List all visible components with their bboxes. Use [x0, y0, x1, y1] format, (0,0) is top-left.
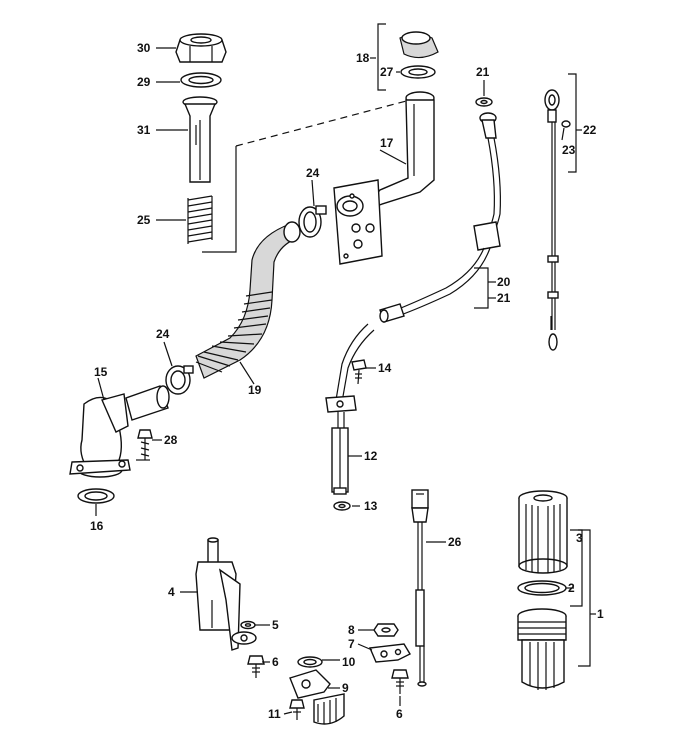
part-4-oil-pump [195, 537, 257, 651]
part-6-bolt-left [247, 655, 265, 678]
label-11: 11 [268, 707, 281, 721]
label-24-lower: 24 [156, 327, 170, 341]
label-26: 26 [448, 535, 462, 549]
label-30: 30 [137, 41, 151, 55]
part-26-level-sender [411, 489, 429, 687]
part-21-washer-top [475, 97, 493, 107]
label-12: 12 [364, 449, 378, 463]
part-16-gasket [77, 488, 115, 504]
part-29-seal-ring [180, 72, 222, 88]
label-1: 1 [597, 607, 604, 621]
part-10-gasket [297, 656, 323, 668]
label-18: 18 [356, 51, 370, 65]
label-29: 29 [137, 75, 151, 89]
part-22-dipstick [544, 89, 560, 351]
label-25: 25 [137, 213, 151, 227]
label-24-upper: 24 [306, 166, 320, 180]
part-12-oil-line [325, 323, 375, 495]
part-6-bolt-right [391, 669, 409, 694]
label-8: 8 [348, 623, 355, 637]
label-2: 2 [568, 581, 575, 595]
part-18-filler-cap [399, 31, 439, 59]
part-24-hose-clamp-upper [298, 205, 327, 238]
label-9: 9 [342, 681, 349, 695]
label-14: 14 [378, 361, 392, 375]
part-8-nut [373, 623, 399, 637]
label-6-left: 6 [272, 655, 279, 669]
label-15: 15 [94, 365, 108, 379]
label-7: 7 [348, 637, 355, 651]
label-28: 28 [164, 433, 178, 447]
part-7-bracket [368, 643, 411, 663]
label-31: 31 [137, 123, 151, 137]
label-13: 13 [364, 499, 378, 513]
part-15-elbow-connector [69, 385, 170, 478]
part-23-o-ring [561, 120, 571, 128]
part-2-seal-ring [517, 580, 567, 596]
label-5: 5 [272, 618, 279, 632]
part-24-hose-clamp-lower [165, 365, 194, 395]
part-13-washer [333, 501, 351, 511]
label-3: 3 [576, 531, 583, 545]
label-20: 20 [497, 275, 511, 289]
part-11-screw [289, 699, 305, 720]
part-25-spring [187, 195, 213, 244]
part-5-washer [240, 620, 256, 630]
part-27-seal-ring [400, 65, 436, 79]
part-30-cap-nut [175, 33, 227, 63]
part-19-corrugated-hose [195, 221, 301, 379]
part-9-pickup-strainer [289, 669, 345, 725]
label-4: 4 [168, 585, 175, 599]
part-31-tube [182, 96, 218, 183]
label-27: 27 [380, 65, 394, 79]
label-21-top: 21 [476, 65, 490, 79]
label-6-right: 6 [396, 707, 403, 721]
part-28-screw [137, 429, 153, 460]
part-17-filler-neck [333, 91, 435, 265]
part-1-filter-housing [517, 608, 567, 690]
part-14-bolt [351, 359, 367, 385]
label-17: 17 [380, 136, 394, 150]
part-3-filter-element [518, 490, 568, 574]
callout-labels: 30 29 31 25 18 27 21 22 23 17 24 20 21 2… [90, 41, 604, 721]
label-16: 16 [90, 519, 104, 533]
label-21-lower: 21 [497, 291, 511, 305]
label-10: 10 [342, 655, 356, 669]
part-20-breather-line [379, 112, 501, 323]
label-23: 23 [562, 143, 576, 157]
label-19: 19 [248, 383, 262, 397]
leader-lines [95, 47, 574, 715]
label-22: 22 [583, 123, 597, 137]
